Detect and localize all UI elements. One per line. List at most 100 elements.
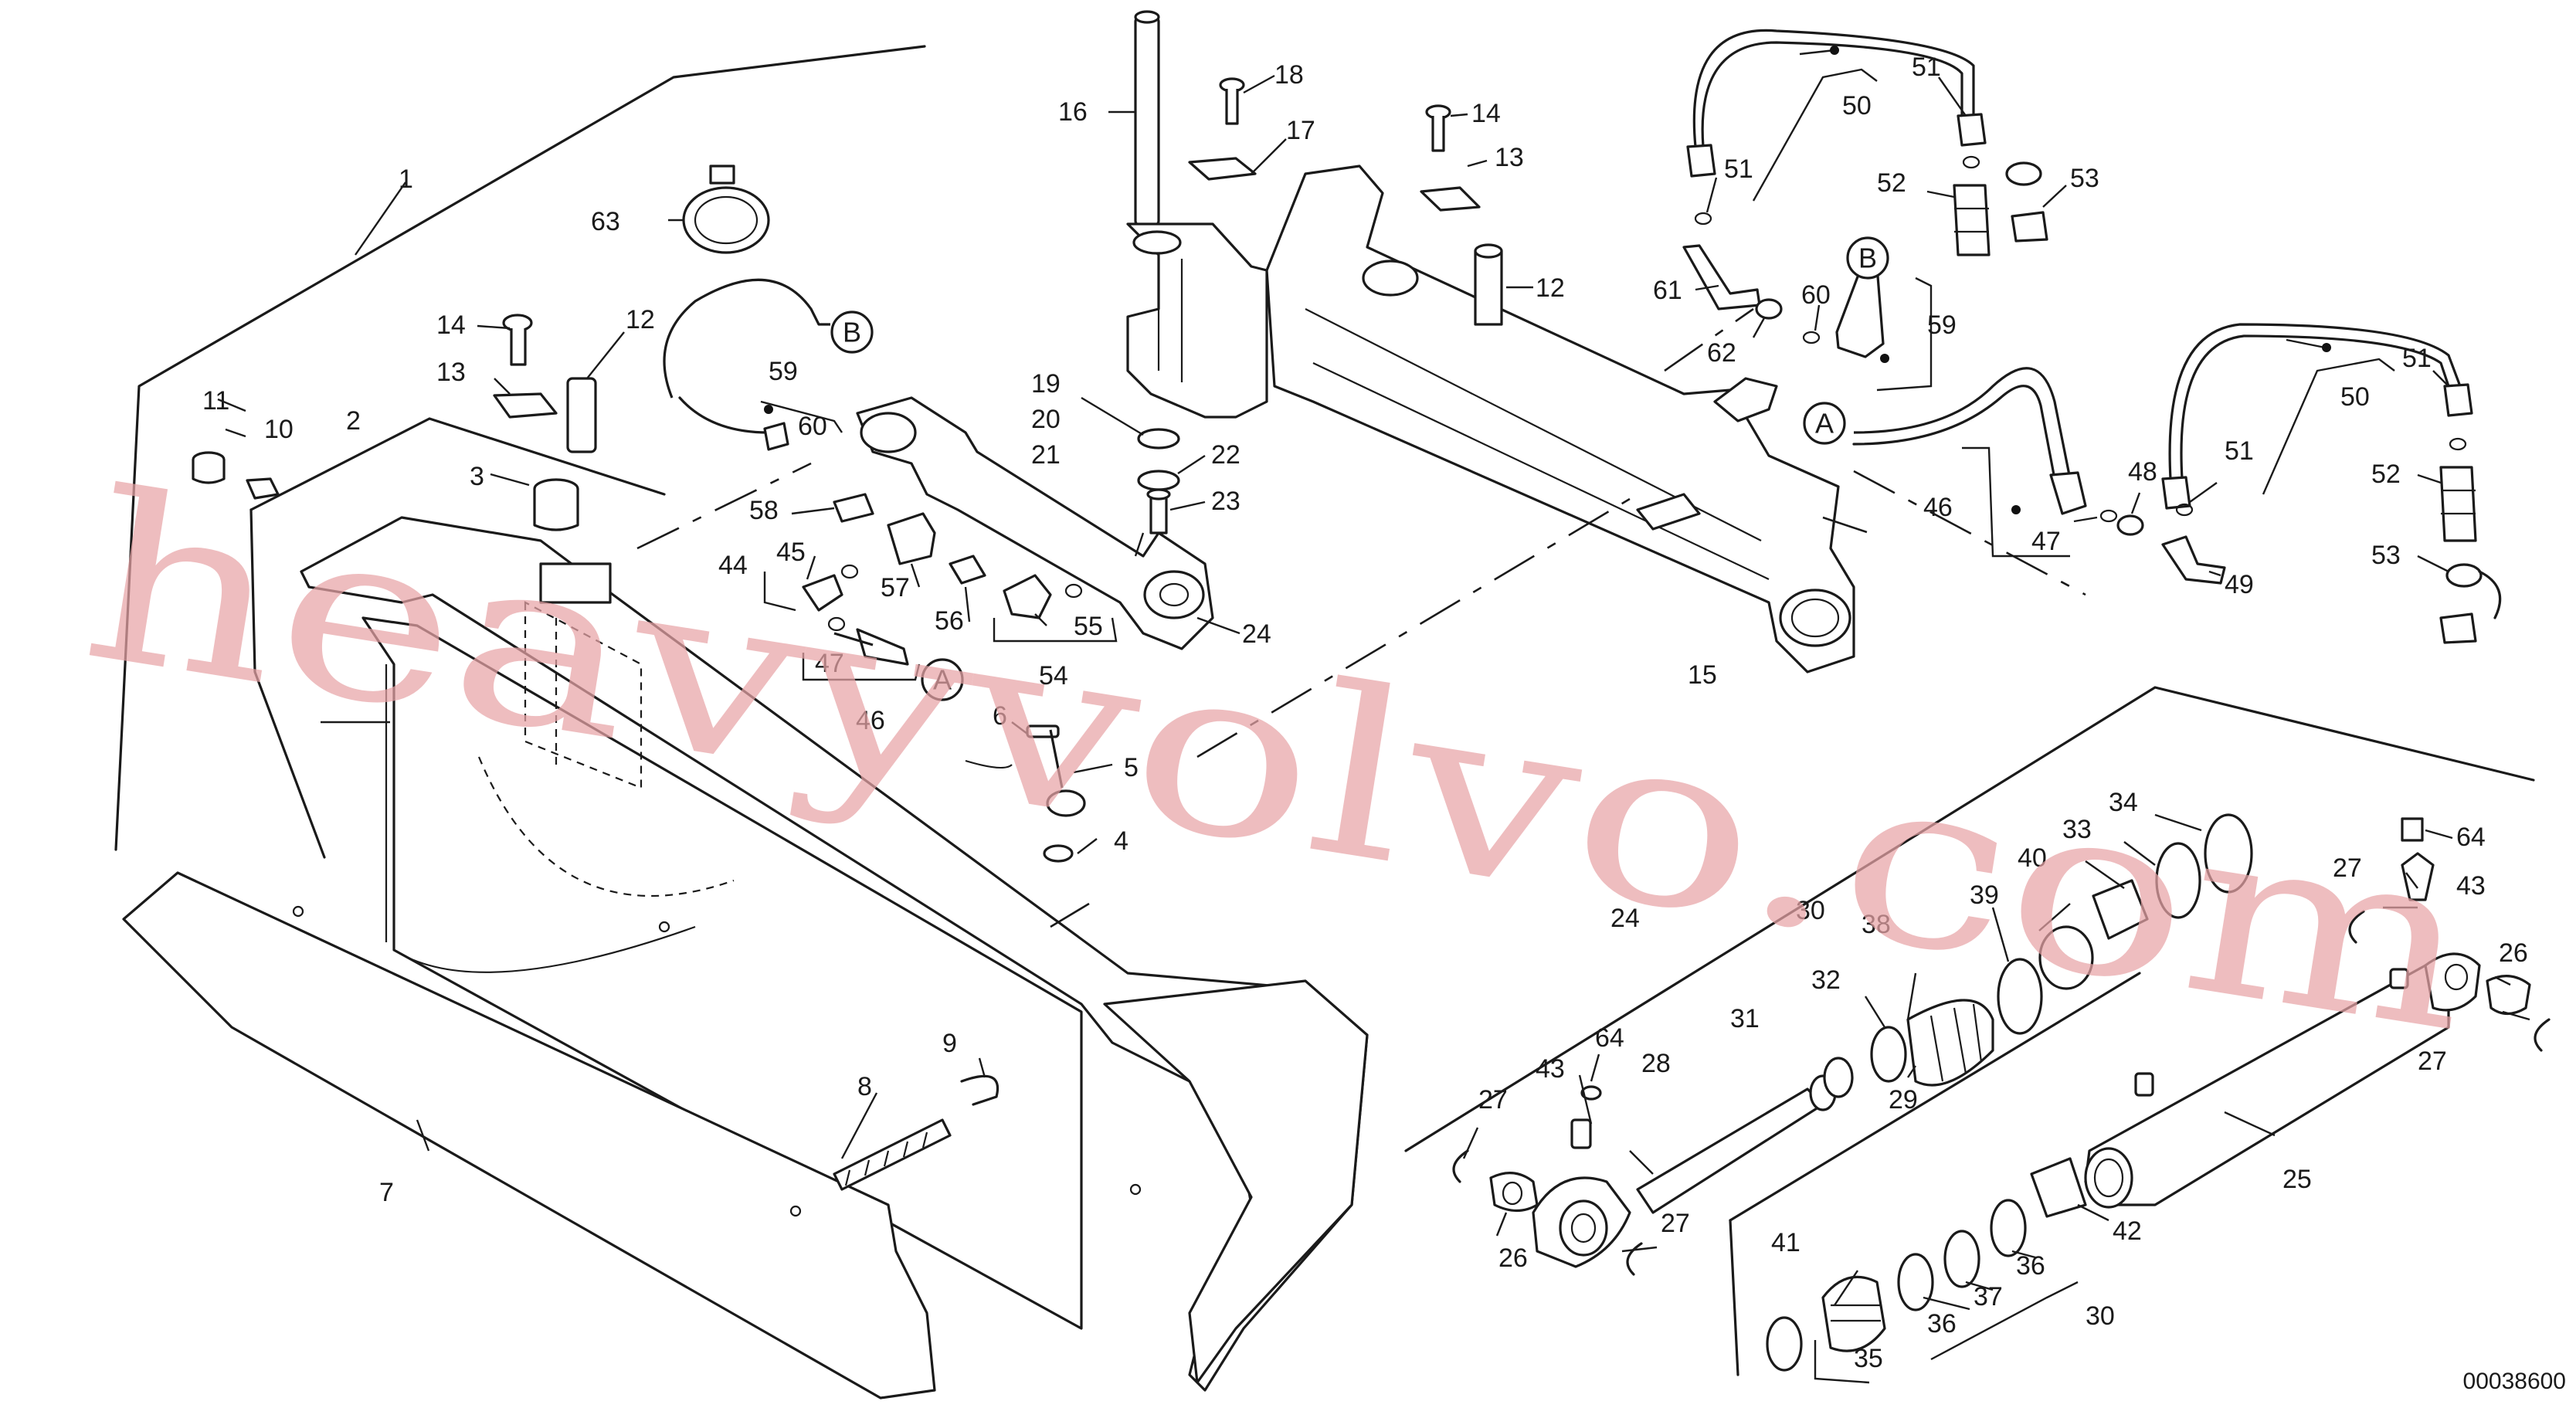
- cylinder-exploded: [1404, 686, 2551, 1384]
- callout-17: 17: [1286, 116, 1315, 145]
- callout-43-left: 43: [1536, 1054, 1565, 1084]
- frame-and-cylinder: [663, 10, 1855, 681]
- callout-26-right: 26: [2499, 938, 2528, 968]
- callout-36-left: 36: [1927, 1309, 1957, 1338]
- callout-labels: 1 2 3 4 5 6 7 8 9 10 11 12 13 14 15 16 1…: [202, 53, 2528, 1373]
- callout-31: 31: [1730, 1004, 1760, 1033]
- callout-9: 9: [942, 1029, 957, 1058]
- marker-label: B: [843, 317, 861, 348]
- callout-47-right: 47: [2031, 527, 2061, 556]
- callout-43-right: 43: [2456, 871, 2486, 901]
- callout-37: 37: [1974, 1282, 2003, 1311]
- reference-marker-b-upper: B: [830, 310, 874, 354]
- callout-34: 34: [2109, 788, 2138, 817]
- callout-61: 61: [1653, 276, 1682, 305]
- callout-30-bottom: 30: [2086, 1301, 2115, 1331]
- marker-label: A: [933, 664, 952, 696]
- callout-24-lower: 24: [1610, 904, 1640, 933]
- callout-27-bottom: 27: [1661, 1209, 1690, 1238]
- callout-27-left: 27: [1478, 1085, 1508, 1115]
- callout-60-right: 60: [1801, 280, 1831, 310]
- callout-28: 28: [1641, 1049, 1671, 1078]
- callout-57: 57: [881, 573, 910, 602]
- callout-59-left: 59: [769, 357, 798, 386]
- callout-50-top: 50: [1842, 91, 1872, 120]
- callout-1: 1: [399, 165, 413, 194]
- callout-35: 35: [1854, 1344, 1883, 1373]
- callout-12-right: 12: [1536, 273, 1565, 303]
- callout-19: 19: [1031, 369, 1061, 399]
- callout-55: 55: [1074, 612, 1103, 641]
- bucket-assembly: [114, 45, 1369, 1400]
- callout-25: 25: [2282, 1165, 2312, 1194]
- callout-32: 32: [1811, 965, 1841, 995]
- callout-48: 48: [2128, 457, 2157, 487]
- callout-46-left: 46: [856, 706, 885, 735]
- hydraulic-hoses: [833, 29, 2502, 646]
- callout-15: 15: [1688, 660, 1717, 690]
- callout-27-right-top: 27: [2333, 853, 2362, 883]
- callout-62: 62: [1707, 338, 1736, 368]
- callout-64-left: 64: [1595, 1023, 1624, 1053]
- callout-51-top: 51: [1912, 53, 1941, 82]
- callout-63: 63: [591, 207, 620, 236]
- reference-marker-a-left: A: [921, 658, 964, 701]
- callout-13-right: 13: [1495, 143, 1524, 172]
- callout-41: 41: [1771, 1228, 1800, 1257]
- marker-label: B: [1858, 243, 1877, 274]
- document-number: 00038600: [2463, 1369, 2566, 1394]
- callout-46-right: 46: [1923, 493, 1953, 522]
- callout-8: 8: [857, 1072, 872, 1101]
- callout-60-left: 60: [798, 412, 827, 441]
- centerlines: [636, 307, 2086, 928]
- callout-58: 58: [749, 496, 779, 525]
- callout-3: 3: [470, 462, 484, 491]
- callout-23: 23: [1211, 487, 1240, 516]
- callout-26-left: 26: [1498, 1243, 1528, 1273]
- callout-5: 5: [1124, 753, 1139, 782]
- callout-30-top: 30: [1796, 896, 1825, 925]
- callout-10: 10: [264, 415, 294, 444]
- callout-36-right: 36: [2016, 1251, 2045, 1281]
- callout-11: 11: [202, 386, 229, 416]
- callout-59-right: 59: [1927, 310, 1957, 340]
- callout-64-right: 64: [2456, 823, 2486, 852]
- callout-22: 22: [1211, 440, 1240, 470]
- callout-6: 6: [993, 701, 1007, 731]
- callout-42: 42: [2113, 1216, 2142, 1246]
- callout-18: 18: [1274, 60, 1304, 90]
- callout-16: 16: [1058, 97, 1088, 127]
- callout-21: 21: [1031, 440, 1061, 470]
- callout-27-right-bottom: 27: [2418, 1047, 2447, 1076]
- callout-51-top-left: 51: [1724, 154, 1753, 184]
- callout-13: 13: [436, 358, 466, 387]
- callout-14-right: 14: [1471, 99, 1501, 128]
- callout-52-top: 52: [1877, 168, 1906, 198]
- callout-52-right: 52: [2371, 460, 2401, 489]
- callout-54: 54: [1039, 661, 1068, 690]
- callout-53-right: 53: [2371, 541, 2401, 570]
- callout-33: 33: [2062, 815, 2092, 844]
- callout-7: 7: [379, 1178, 394, 1207]
- callout-24-upper: 24: [1242, 619, 1271, 649]
- callout-20: 20: [1031, 405, 1061, 434]
- callout-44: 44: [718, 551, 748, 580]
- callout-49: 49: [2225, 570, 2254, 599]
- callout-38: 38: [1862, 910, 1891, 939]
- reference-marker-b-right: B: [1846, 236, 1889, 280]
- callout-40: 40: [2018, 843, 2047, 873]
- marker-label: A: [1815, 408, 1834, 439]
- callout-2: 2: [346, 406, 361, 436]
- callout-51-right-top: 51: [2402, 344, 2432, 373]
- callout-51-right-mid: 51: [2225, 436, 2254, 466]
- callout-56: 56: [935, 606, 964, 636]
- callout-45: 45: [776, 538, 806, 567]
- callout-14: 14: [436, 310, 466, 340]
- callout-4: 4: [1114, 826, 1128, 856]
- callout-39: 39: [1970, 880, 1999, 910]
- callout-53-top: 53: [2070, 164, 2099, 193]
- callout-50-right: 50: [2340, 382, 2370, 412]
- callout-12: 12: [626, 305, 655, 334]
